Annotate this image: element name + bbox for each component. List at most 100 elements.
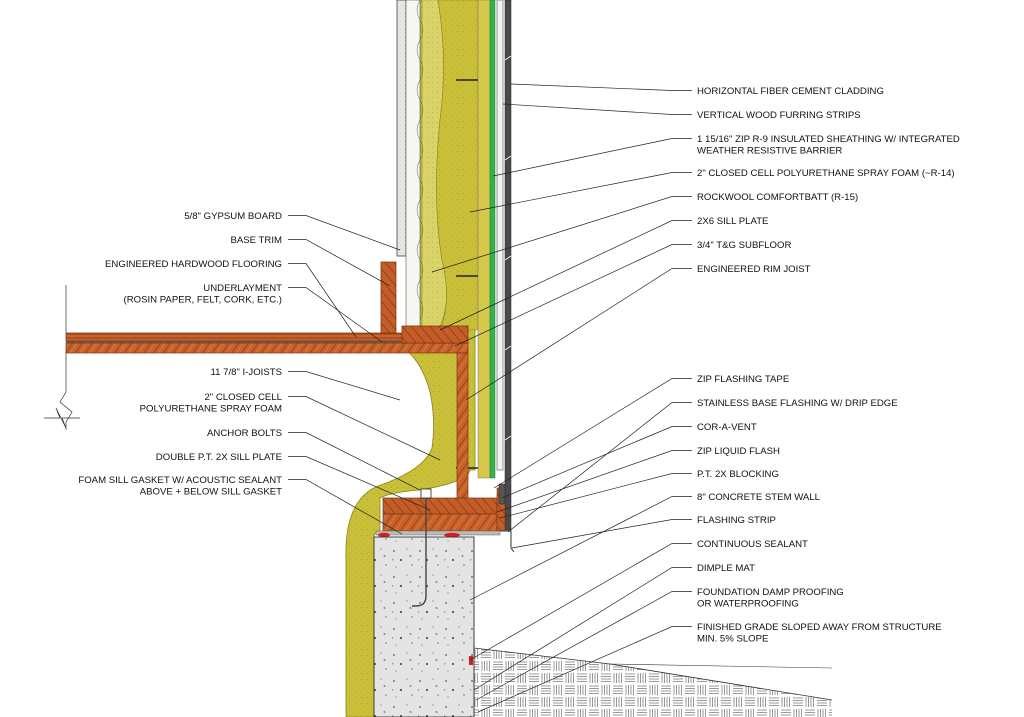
label-text-underlayment: (ROSIN PAPER, FELT, CORK, ETC.) [124, 295, 283, 306]
zip-sheathing-foam [477, 0, 491, 479]
label-rockwool-comfortbatt: ROCKWOOL COMFORTBATT (R-15) [431, 192, 858, 273]
leader-line-finished-grade [477, 626, 692, 713]
label-dimple-mat: DIMPLE MAT [473, 563, 755, 691]
leader-line-zip-flashing-tape [493, 378, 692, 489]
label-stainless-base-flashing: STAINLESS BASE FLASHING W/ DRIP EDGE [507, 398, 898, 533]
label-text-zip-flashing-tape: ZIP FLASHING TAPE [697, 374, 789, 385]
subfloor-shape [65, 342, 469, 354]
furring-strip [496, 0, 504, 471]
anchor-bolt-shape [412, 498, 427, 607]
label-text-zip-liquid-flash: ZIP LIQUID FLASH [697, 446, 780, 457]
label-text-cor-a-vent: COR-A-VENT [697, 422, 757, 433]
leader-line-dimple-mat [473, 567, 692, 691]
label-text-engineered-hardwood-flooring: ENGINEERED HARDWOOD FLOORING [105, 259, 282, 270]
label-text-rockwool-comfortbatt: ROCKWOOL COMFORTBATT (R-15) [697, 192, 858, 203]
annotation-layer: HORIZONTAL FIBER CEMENT CLADDING VERTICAL… [78, 83, 960, 713]
fiber-cement-cladding [504, 0, 512, 531]
label-text-double-pt-sill-plate: DOUBLE P.T. 2X SILL PLATE [156, 452, 282, 463]
acoustic-sealant-beads [378, 532, 460, 538]
label-text-i-joists: 11 7/8" I-JOISTS [211, 367, 282, 378]
wall-stud [405, 0, 421, 327]
leader-line-base-trim [288, 239, 391, 287]
label-2x6-sill-plate: 2X6 SILL PLATE [439, 216, 768, 331]
label-zip-r9-sheathing: 1 15/16" ZIP R-9 INSULATED SHEATHING W/ … [492, 134, 960, 177]
leader-line-zip-liquid-flash [496, 450, 692, 513]
rim-joist-shape [456, 352, 469, 499]
label-text-foundation-damp-proofing: FOUNDATION DAMP PROOFING [697, 587, 844, 598]
leader-line-vertical-wood-furring-strips [502, 103, 692, 115]
leader-line-stainless-base-flashing [507, 402, 692, 533]
leader-line-closed-cell-foam [288, 396, 441, 461]
label-text-foam-sill-gasket: ABOVE + BELOW SILL GASKET [140, 487, 282, 498]
label-anchor-bolts: ANCHOR BOLTS [207, 428, 421, 491]
label-double-pt-sill-plate: DOUBLE P.T. 2X SILL PLATE [156, 452, 431, 511]
label-zip-liquid-flash: ZIP LIQUID FLASH [496, 446, 780, 513]
label-zip-flashing-tape: ZIP FLASHING TAPE [493, 374, 789, 489]
foam-at-rim [436, 0, 479, 331]
leader-line-2x6-sill-plate [439, 220, 692, 331]
2x6-sill-plate-shape [401, 325, 469, 344]
label-text-base-trim: BASE TRIM [230, 235, 282, 246]
label-engineered-hardwood-flooring: ENGINEERED HARDWOOD FLOORING [105, 259, 357, 338]
label-foam-sill-gasket: FOAM SILL GASKET W/ ACOUSTIC SEALANTABOV… [78, 475, 403, 535]
label-text-continuous-sealant: CONTINUOUS SEALANT [697, 539, 808, 550]
label-text-anchor-bolts: ANCHOR BOLTS [207, 428, 282, 439]
label-tg-subfloor: 3/4" T&G SUBFLOOR [454, 240, 791, 347]
leader-line-zip-r9-sheathing [492, 138, 692, 177]
leader-line-closed-cell-foam-r14 [469, 172, 692, 213]
label-continuous-sealant: CONTINUOUS SEALANT [469, 539, 808, 661]
label-text-zip-r9-sheathing: 1 15/16" ZIP R-9 INSULATED SHEATHING W/ … [697, 134, 960, 145]
label-text-dimple-mat: DIMPLE MAT [697, 563, 755, 574]
leader-line-flashing-strip [511, 519, 692, 549]
hardwood-flooring-shape [65, 332, 403, 342]
leader-line-double-pt-sill-plate [288, 456, 431, 511]
label-i-joists: 11 7/8" I-JOISTS [211, 367, 401, 401]
stud-wavy-line [416, 0, 424, 321]
label-text-2x6-sill-plate: 2X6 SILL PLATE [697, 216, 768, 227]
label-text-stainless-base-flashing: STAINLESS BASE FLASHING W/ DRIP EDGE [697, 398, 898, 409]
label-text-engineered-rim-joist: ENGINEERED RIM JOIST [697, 264, 811, 275]
leader-line-gypsum-board [288, 215, 401, 251]
leader-line-continuous-sealant [469, 543, 692, 661]
label-cor-a-vent: COR-A-VENT [501, 422, 757, 499]
gypsum-board-shape [396, 0, 407, 257]
continuous-sealant-shape [469, 656, 473, 665]
label-text-gypsum-board: 5/8" GYPSUM BOARD [184, 211, 282, 222]
label-horizontal-fiber-cement-cladding: HORIZONTAL FIBER CEMENT CLADDING [510, 83, 884, 97]
leader-line-cor-a-vent [501, 426, 692, 499]
pt-sill-plate-upper [382, 497, 498, 515]
leader-line-foam-sill-gasket [288, 479, 403, 535]
anchor-bolt-nut [420, 488, 432, 499]
label-text-horizontal-fiber-cement-cladding: HORIZONTAL FIBER CEMENT CLADDING [697, 86, 884, 97]
leader-line-concrete-stem-wall [469, 496, 692, 601]
left-break-mark [44, 407, 80, 429]
leader-line-horizontal-fiber-cement-cladding [510, 83, 692, 91]
label-text-vertical-wood-furring-strips: VERTICAL WOOD FURRING STRIPS [697, 110, 861, 121]
label-gypsum-board: 5/8" GYPSUM BOARD [184, 211, 401, 251]
label-text-underlayment: UNDERLAYMENT [203, 283, 282, 294]
cor-a-vent-shape [498, 483, 506, 505]
leader-line-underlayment [288, 287, 383, 343]
label-base-trim: BASE TRIM [230, 235, 391, 287]
leader-line-i-joists [288, 371, 401, 401]
label-text-flashing-strip: FLASHING STRIP [697, 515, 776, 526]
label-engineered-rim-joist: ENGINEERED RIM JOIST [465, 264, 811, 401]
label-closed-cell-foam-r14: 2" CLOSED CELL POLYURETHANE SPRAY FOAM (… [469, 168, 955, 213]
label-text-closed-cell-foam: POLYURETHANE SPRAY FOAM [140, 404, 282, 415]
label-text-finished-grade: MIN. 5% SLOPE [697, 634, 768, 645]
label-text-pt-2x-blocking: P.T. 2X BLOCKING [697, 469, 779, 480]
pt-sill-plate-lower [382, 513, 498, 532]
label-text-foam-sill-gasket: FOAM SILL GASKET W/ ACOUSTIC SEALANT [78, 475, 282, 486]
zip-sheathing-panel [489, 0, 496, 479]
leader-line-tg-subfloor [454, 244, 692, 347]
label-text-zip-r9-sheathing: WEATHER RESISTIVE BARRIER [697, 146, 842, 157]
leader-line-anchor-bolts [288, 432, 421, 491]
label-text-finished-grade: FINISHED GRADE SLOPED AWAY FROM STRUCTUR… [697, 622, 942, 633]
label-flashing-strip: FLASHING STRIP [511, 515, 776, 549]
base-trim-shape [380, 261, 397, 334]
label-text-foundation-damp-proofing: OR WATERPROOFING [697, 599, 799, 610]
floor-break-line [59, 285, 73, 430]
